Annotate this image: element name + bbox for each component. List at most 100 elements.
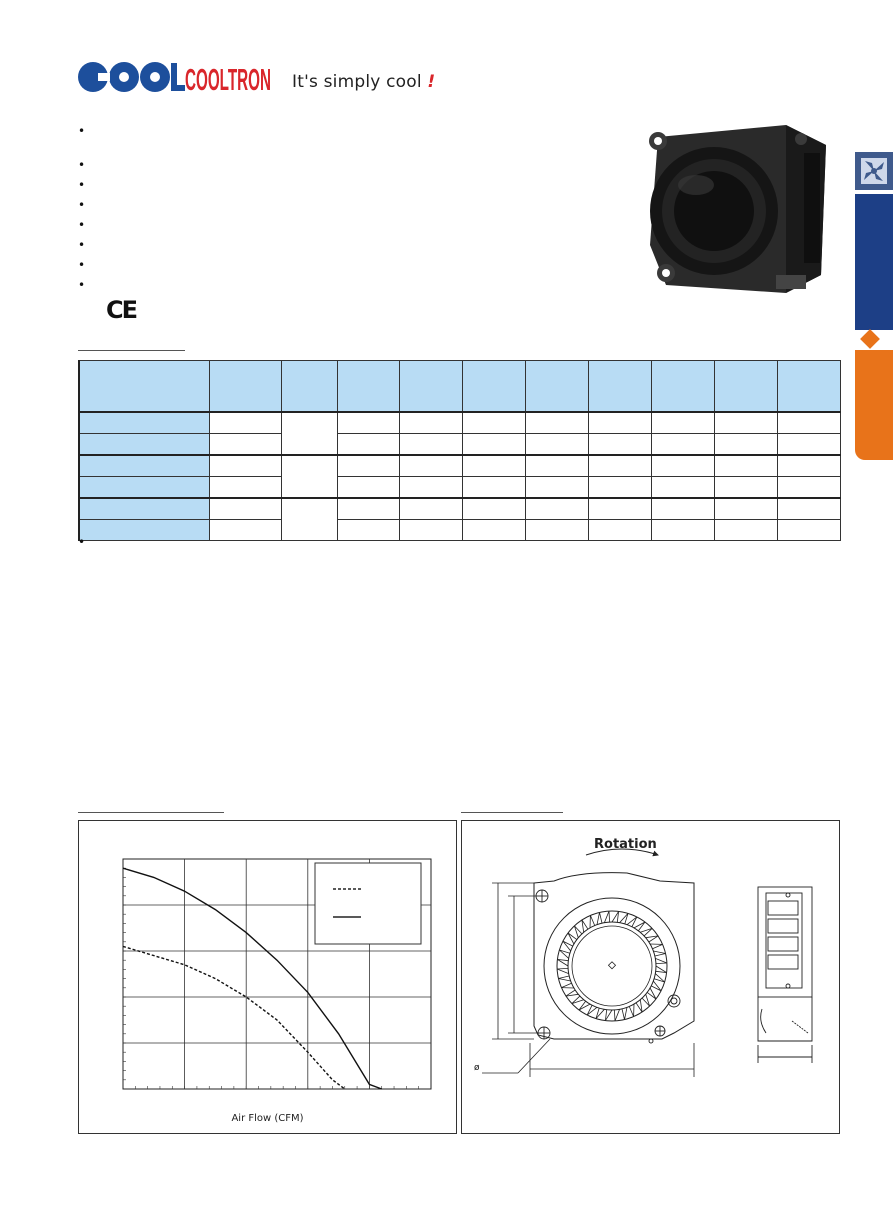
feature-bullet	[78, 258, 598, 278]
table-cell	[461, 433, 526, 456]
impeller-blade	[651, 980, 662, 992]
table-cell	[208, 497, 282, 520]
header-cell	[650, 360, 715, 413]
side-tab-marker	[860, 329, 880, 349]
section-rule-curve	[78, 812, 224, 813]
brand-wordmark: COOLTRON	[185, 62, 271, 94]
header-cell	[713, 360, 778, 413]
impeller-blade	[604, 910, 610, 923]
slogan-text: It's simply cool	[292, 72, 422, 92]
table-cell	[280, 497, 338, 541]
table-cell	[587, 454, 652, 477]
table-cell	[461, 411, 526, 434]
table-cell	[336, 454, 400, 477]
table-cell	[398, 519, 463, 541]
impeller-blade	[567, 932, 578, 945]
table-cell	[461, 476, 526, 499]
table-cell	[776, 497, 841, 520]
table-cell	[587, 411, 652, 434]
impeller-blade	[586, 1005, 598, 1016]
table-cell	[398, 433, 463, 456]
side-tab-blue[interactable]	[855, 194, 893, 330]
table-cell	[776, 519, 841, 541]
chart-legend	[314, 862, 422, 945]
impeller-blade	[633, 921, 646, 932]
impeller-blade	[611, 911, 619, 923]
table-cell	[587, 497, 652, 520]
fan-icon	[861, 158, 887, 184]
table-cell	[776, 476, 841, 499]
impeller-blade	[635, 999, 643, 1013]
feature-bullet	[78, 278, 598, 298]
table-cell	[587, 476, 652, 499]
side-tab-orange[interactable]	[855, 350, 893, 460]
fan-front-outline	[533, 872, 695, 1040]
spec-table	[78, 360, 841, 541]
impeller-blade	[619, 913, 629, 925]
table-cell	[280, 454, 338, 499]
feature-bullet	[78, 178, 598, 198]
impeller-blade	[628, 1004, 635, 1017]
impeller-blade	[596, 912, 603, 925]
side-tab-fan[interactable]	[855, 152, 893, 190]
table-cell	[713, 454, 778, 477]
x-axis-label: Air Flow (CFM)	[231, 1113, 304, 1124]
header-cell	[280, 360, 338, 413]
table-cell	[336, 476, 400, 499]
section-rule-specs	[78, 350, 185, 351]
table-cell	[776, 433, 841, 456]
impeller-blades	[556, 910, 668, 1022]
feature-list	[78, 124, 598, 298]
header-cell	[776, 360, 841, 413]
impeller-blade	[626, 916, 638, 927]
table-row	[78, 411, 841, 456]
header-cell	[208, 360, 282, 413]
table-cell	[713, 476, 778, 499]
table-cell	[336, 433, 400, 456]
table-cell	[398, 476, 463, 499]
impeller-blade	[645, 935, 659, 943]
table-cell	[587, 433, 652, 456]
table-cell	[336, 497, 400, 520]
impeller-blade	[559, 949, 571, 959]
section-rule-dimensions	[461, 812, 563, 813]
impeller-blade	[650, 943, 663, 950]
chart-series	[122, 867, 382, 1090]
header-cell	[461, 360, 526, 413]
table-cell	[650, 454, 715, 477]
header-cell	[78, 360, 210, 413]
feature-bullet	[78, 198, 598, 218]
ce-mark: CE	[106, 296, 138, 324]
impeller-blade	[653, 950, 666, 957]
impeller-blade	[556, 968, 569, 974]
table-cell	[398, 454, 463, 477]
model-cell	[78, 411, 210, 434]
table-cell	[650, 497, 715, 520]
table-cell	[398, 497, 463, 520]
table-note-bullet: •	[78, 535, 86, 549]
model-cell	[78, 433, 210, 456]
model-cell	[78, 454, 210, 477]
impeller-blade	[605, 1009, 613, 1021]
table-cell	[713, 411, 778, 434]
performance-chart-panel: Air Flow (CFM)	[78, 820, 457, 1134]
impeller-blade	[571, 995, 584, 1004]
feature-bullet	[78, 238, 598, 258]
impeller-blade	[614, 1009, 620, 1022]
table-cell	[713, 519, 778, 541]
impeller-blade	[621, 1007, 628, 1020]
rotation-arrow-icon	[585, 848, 659, 857]
table-row	[78, 497, 841, 541]
table-cell	[524, 433, 589, 456]
slogan: It's simply cool !	[292, 72, 435, 92]
impeller-blade	[558, 975, 571, 982]
fan-photo	[649, 125, 826, 293]
impeller-blade	[561, 982, 574, 989]
impeller-blade	[565, 989, 579, 997]
table-cell	[650, 411, 715, 434]
table-cell	[713, 433, 778, 456]
series-line-dashed	[122, 945, 346, 1090]
table-cell	[650, 519, 715, 541]
impeller-blade	[641, 994, 650, 1007]
table-cell	[713, 497, 778, 520]
